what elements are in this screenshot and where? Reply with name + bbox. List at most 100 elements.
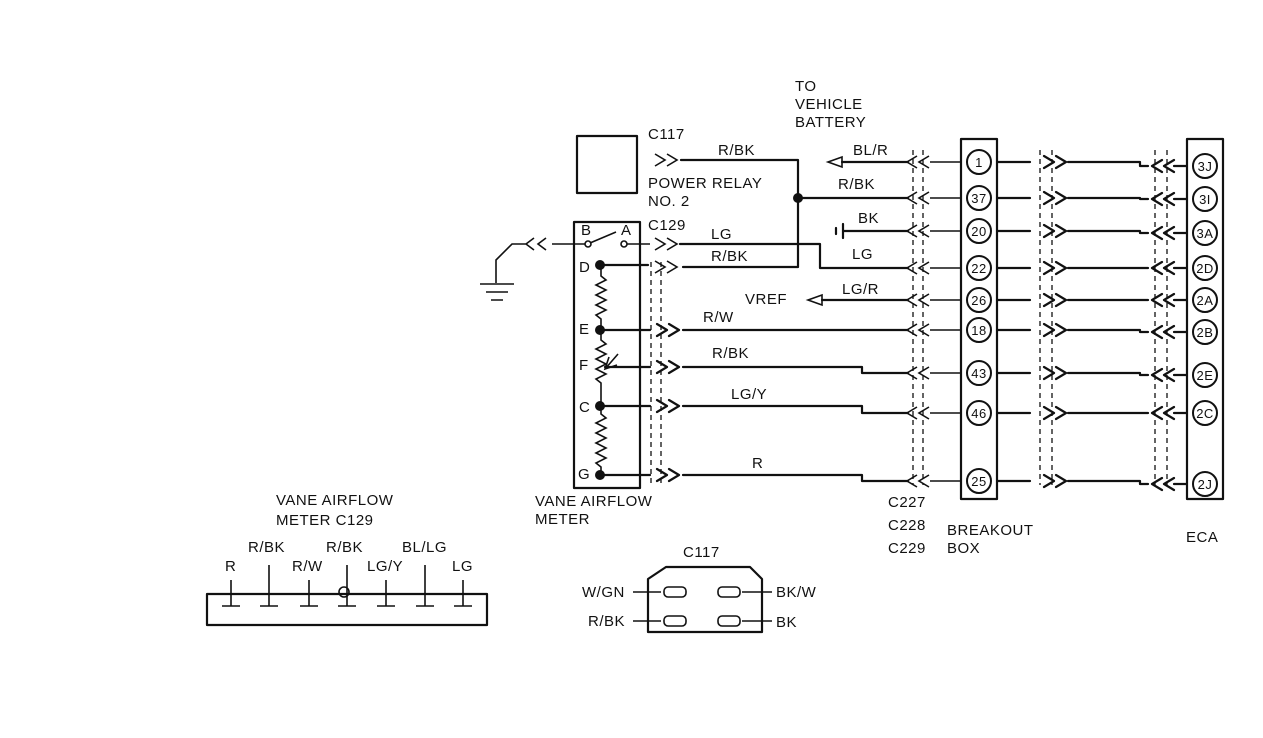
connector-c229: C229: [888, 540, 926, 557]
svg-text:18: 18: [971, 323, 986, 338]
vam-terminal-a: A: [621, 222, 632, 239]
svg-text:1: 1: [975, 155, 983, 170]
vam-terminal-f: F: [579, 357, 589, 374]
vam-terminal-c: C: [579, 399, 590, 416]
vam-view-title-line-2: METER C129: [276, 512, 374, 529]
terminal-g-dot: [595, 470, 605, 480]
vam-view-bottom-label-3: LG/Y: [367, 558, 403, 575]
wire-lgy-label: LG/Y: [731, 386, 767, 403]
power-relay-label-line-2: NO. 2: [648, 193, 690, 210]
vref-label: VREF: [745, 291, 787, 308]
breakout-box: 1 37 20 22 26 18 43 46 25 C227 C228 C229…: [888, 137, 1034, 557]
wire-lg-path: [678, 242, 910, 270]
vam-wires: R/BK LG R/BK R/W R/BK LG/Y R: [603, 142, 910, 483]
wire-lgr-label: LG/R: [842, 281, 879, 298]
breakout-pin-43: 43: [966, 360, 992, 386]
breakout-pin-25: 25: [966, 468, 992, 494]
vam-view-bottom-label-2: R/W: [292, 558, 323, 575]
eca-pin-3a: 3A: [1192, 220, 1218, 246]
c117-cavity-4: [717, 615, 741, 627]
vam-terminal-d: D: [579, 259, 590, 276]
breakout-pin-37: 37: [966, 185, 992, 211]
bus-wire-3: [995, 223, 1188, 241]
vam-view-top-label-1: R/BK: [248, 539, 285, 556]
wire-blr-label: BL/R: [853, 142, 888, 159]
svg-text:25: 25: [971, 474, 986, 489]
breakout-pin-26: 26: [966, 287, 992, 313]
bus-wire-2: [995, 190, 1188, 207]
vam-label-line-2: METER: [535, 511, 590, 528]
bus-wire-4: [995, 260, 1188, 276]
svg-text:46: 46: [971, 406, 986, 421]
power-relay: C117 POWER RELAY NO. 2: [575, 126, 762, 210]
svg-text:2A: 2A: [1197, 293, 1214, 308]
c117-connector-view: C117 W/GN R/BK BK/W BK: [582, 544, 817, 634]
eca-body: [1185, 137, 1225, 501]
terminal-c-dot: [595, 401, 605, 411]
entry-chevrons-2: [905, 191, 960, 205]
svg-text:37: 37: [971, 191, 986, 206]
svg-text:2D: 2D: [1196, 261, 1214, 276]
breakout-label-line-2: BOX: [947, 540, 980, 557]
breakout-entry-arrows: [905, 155, 960, 488]
breakout-to-eca-wires: [995, 154, 1188, 492]
switch-blade: [589, 231, 617, 244]
switch-contact-a: [620, 240, 628, 248]
bus-wire-8: [995, 405, 1188, 421]
svg-text:3J: 3J: [1198, 159, 1213, 174]
eca-pin-3i: 3I: [1192, 186, 1218, 212]
svg-text:20: 20: [971, 224, 986, 239]
vam-view-bottom-label-4: LG: [452, 558, 473, 575]
connector-c228: C228: [888, 517, 926, 534]
wire-relay-label: R/BK: [718, 142, 755, 159]
ground-icon: [480, 283, 514, 301]
c117-right-label-1: BK/W: [776, 584, 817, 601]
svg-text:43: 43: [971, 366, 986, 381]
eca-label: ECA: [1186, 529, 1218, 546]
wire-rbk-f-label: R/BK: [712, 345, 749, 362]
vam-housing: [572, 220, 642, 490]
entry-chevrons-3: [905, 224, 960, 238]
breakout-label-line-1: BREAKOUT: [947, 522, 1034, 539]
c129-shell: [650, 262, 662, 486]
c229-shell: [1154, 150, 1168, 485]
vam-view-terminals: [222, 565, 472, 607]
c117-right-label-2: BK: [776, 614, 797, 631]
wire-lgy-path: [603, 398, 910, 415]
bus-wire-7: [995, 365, 1188, 383]
wire-rw-path: [603, 322, 910, 338]
svg-text:26: 26: [971, 293, 986, 308]
bus-wire-6: [995, 322, 1188, 340]
vam-view-title-line-1: VANE AIRFLOW: [276, 492, 394, 509]
entry-chevrons-8: [905, 406, 960, 420]
svg-text:3A: 3A: [1197, 226, 1214, 241]
wire-lg-branch-label: LG: [852, 246, 873, 263]
branch-wires: BL/R R/BK BK LG VREF LG/R: [745, 142, 910, 308]
eca-pin-2j: 2J: [1192, 471, 1218, 497]
ground-wire: [495, 237, 585, 283]
breakout-pin-20: 20: [966, 218, 992, 244]
lg-chevrons: [654, 237, 679, 251]
svg-text:22: 22: [971, 261, 986, 276]
c117-left-label-2: R/BK: [588, 613, 625, 630]
eca-pin-2a: 2A: [1192, 287, 1218, 313]
rbk-d-chevrons: [654, 260, 679, 274]
wire-rbk-d-label: R/BK: [711, 248, 748, 265]
wire-rw-label: R/W: [703, 309, 734, 326]
terminal-e-dot: [595, 325, 605, 335]
vam-view-key: [338, 586, 350, 598]
bus-wire-5: [995, 292, 1188, 308]
c117-view-body: [646, 565, 764, 634]
entry-chevrons-5: [905, 293, 960, 307]
wire-bk-label: BK: [858, 210, 879, 227]
wire-bk-ground: [834, 222, 910, 240]
vam-terminal-g: G: [578, 466, 590, 483]
power-relay-label-line-1: POWER RELAY: [648, 175, 762, 192]
wire-lg-label: LG: [711, 226, 732, 243]
connector-shells: [650, 150, 1168, 486]
terminal-d-dot: [595, 260, 605, 270]
eca-module: 3J 3I 3A 2D 2A 2B 2E 2C 2J ECA: [1185, 137, 1225, 546]
c117-view-leads: [633, 591, 772, 622]
eca-pin-2d: 2D: [1192, 255, 1218, 281]
